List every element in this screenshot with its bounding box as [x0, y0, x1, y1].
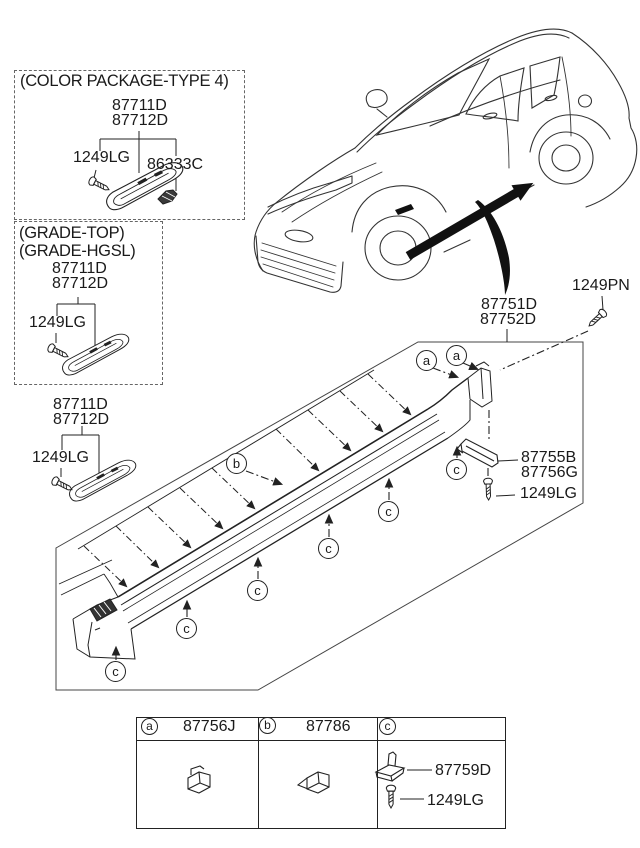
assembly-outline: [55, 341, 584, 691]
callout-a-2: a: [446, 345, 467, 366]
part-87756g: 87756G: [521, 464, 578, 481]
part-87712d-color: 87712D: [112, 112, 169, 129]
callout-c-5: c: [378, 501, 399, 522]
garnish-standard: [69, 459, 137, 502]
grade-top-box: [14, 221, 163, 385]
legend-header-divider: [137, 740, 505, 741]
legend-badge-c: c: [379, 718, 396, 735]
rocker-moulding-drawing: [58, 361, 493, 660]
legend-divider-1: [258, 718, 259, 828]
grade-top-title-1: (GRADE-TOP): [19, 224, 125, 242]
part-87711d-std: 87711D: [53, 396, 108, 413]
callout-c-4: c: [318, 538, 339, 559]
legend-table: [136, 717, 506, 829]
part-1249lg-bracket: 1249LG: [520, 485, 577, 502]
part-87755b: 87755B: [521, 449, 577, 466]
legend-badge-a: a: [141, 718, 158, 735]
legend-part-87756j: 87756J: [183, 718, 236, 735]
part-87711d-color: 87711D: [112, 97, 167, 114]
callout-c-6: c: [446, 459, 467, 480]
color-package-box: [14, 70, 245, 220]
screw-1249pn: [585, 307, 609, 330]
fender-garnish-patch: [395, 204, 414, 215]
clip-86333c-part: [157, 189, 178, 205]
callout-b: b: [226, 453, 247, 474]
grade-top-title-2: (GRADE-HGSL): [19, 242, 136, 260]
legend-badge-b: b: [259, 717, 276, 734]
legend-clip-b-icon: [296, 771, 330, 794]
callout-c-3: c: [247, 580, 268, 601]
callout-leaders: [111, 330, 589, 660]
part-87712d-grade: 87712D: [52, 275, 109, 292]
part-1249pn: 1249PN: [572, 277, 630, 294]
end-bracket-part: [456, 438, 499, 468]
color-package-title: (COLOR PACKAGE-TYPE 4): [20, 72, 229, 90]
label-connector-lines: [55, 131, 604, 800]
part-86333c: 86333C: [147, 156, 204, 173]
part-1249lg-grade: 1249LG: [29, 314, 86, 331]
callout-c-2: c: [176, 618, 197, 639]
legend-divider-2: [377, 718, 378, 828]
legend-grommet-87759d-icon: [374, 751, 406, 782]
curved-pointer-arrow: [475, 200, 510, 295]
legend-part-1249lg: 1249LG: [427, 792, 484, 809]
legend-clip-a-icon: [187, 765, 211, 794]
part-87751d: 87751D: [481, 296, 538, 313]
part-87752d: 87752D: [480, 311, 537, 328]
car-illustration: [253, 28, 638, 293]
callout-a-1: a: [416, 350, 437, 371]
part-1249lg-std: 1249LG: [32, 449, 89, 466]
legend-part-87759d: 87759D: [435, 762, 492, 779]
part-1249lg-color: 1249LG: [73, 149, 130, 166]
screw-bracket: [482, 477, 494, 501]
part-87712d-std: 87712D: [53, 411, 110, 428]
part-87711d-grade: 87711D: [52, 260, 107, 277]
callout-c-1: c: [105, 661, 126, 682]
legend-part-87786: 87786: [306, 718, 351, 735]
sill-location-arrow: [395, 182, 534, 295]
